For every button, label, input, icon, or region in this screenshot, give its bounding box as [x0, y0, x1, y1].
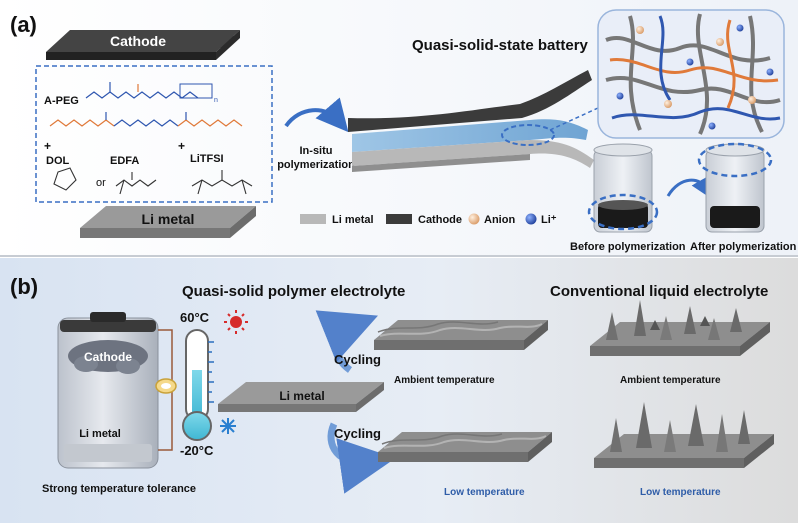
anion-icon [468, 213, 480, 225]
cycling-arrow-bottom-icon [327, 422, 396, 494]
legend-li-metal-swatch [300, 214, 326, 224]
qspe-low-label: Low temperature [444, 487, 525, 498]
plus-sign-2: + [178, 139, 185, 153]
hot-temp-label: 60°C [180, 310, 210, 325]
jar-after [705, 143, 765, 233]
dol-structure [53, 167, 77, 191]
plus-sign-1: + [44, 139, 51, 153]
li-metal-plate-b: Li metal [218, 382, 384, 412]
polymer-network-zoom [597, 9, 785, 139]
battery-stack [348, 70, 594, 172]
legend-cathode-swatch [386, 214, 412, 224]
dol-label: DOL [46, 155, 70, 167]
in-situ-arrow-icon [284, 97, 349, 133]
legend-anion: Anion [484, 214, 515, 226]
li-metal-label: Li metal [142, 211, 195, 227]
zoom-connector-line [549, 107, 599, 131]
cell-cathode-label: Cathode [84, 350, 132, 364]
legend-li-metal: Li metal [332, 214, 374, 226]
litfsi-label: LiTFSI [190, 153, 224, 165]
jar-before [593, 143, 653, 233]
after-highlight-circle [697, 142, 773, 178]
cle-surface-ambient [590, 300, 770, 356]
plate-li-metal-label: Li metal [279, 389, 324, 403]
legend: Li metal Cathode Anion Li⁺ [300, 213, 557, 226]
battery-title: Quasi-solid-state battery [412, 37, 589, 54]
qspe-surface-low [378, 432, 552, 462]
cold-temp-label: -20°C [180, 443, 214, 458]
battery-cell: Cathode Li metal [57, 312, 159, 469]
cycling-top-label: Cycling [334, 352, 381, 367]
light-bulb-icon [155, 378, 177, 394]
li-ion-icon [525, 213, 537, 225]
apeg-structure [85, 82, 199, 99]
legend-li-ion: Li⁺ [541, 214, 557, 226]
qspe-title: Quasi-solid polymer electrolyte [182, 283, 405, 300]
precursor-dashed-box [35, 65, 273, 203]
in-situ-line2: polymerization [277, 159, 355, 171]
edfa-label: EDFA [110, 155, 139, 167]
zoom-region-circle [501, 124, 555, 146]
cathode-plate: Cathode [46, 30, 240, 60]
legend-cathode: Cathode [418, 214, 462, 226]
or-label: or [96, 177, 106, 189]
cell-li-metal-label: Li metal [79, 428, 121, 440]
cathode-label: Cathode [110, 33, 166, 49]
after-polymerization-label: After polymerization [690, 241, 797, 253]
sun-icon [224, 310, 248, 334]
before-polymerization-label: Before polymerization [570, 241, 686, 253]
cle-surface-low [594, 402, 774, 468]
apeg-subscript: n [214, 97, 218, 104]
before-highlight-circle [587, 193, 659, 231]
cle-low-label: Low temperature [640, 487, 721, 498]
panel-b-label: (b) [10, 274, 38, 299]
cle-title: Conventional liquid electrolyte [550, 283, 768, 300]
cycling-arrow-top-icon [315, 310, 378, 373]
apeg-repeat-bracket [179, 83, 213, 99]
li-metal-plate: Li metal [80, 206, 256, 238]
thermometer-icon [182, 329, 214, 441]
panel-a-label: (a) [10, 12, 37, 37]
cle-ambient-label: Ambient temperature [620, 375, 721, 386]
in-situ-line1: In-situ [300, 145, 333, 157]
apeg-label: A-PEG [44, 95, 79, 107]
qspe-surface-ambient [374, 320, 548, 350]
qspe-ambient-label: Ambient temperature [394, 375, 495, 386]
litfsi-structure [191, 170, 253, 195]
edfa-structure [115, 172, 157, 195]
cycling-bottom-label: Cycling [334, 426, 381, 441]
snowflake-icon [220, 418, 236, 434]
tolerance-label: Strong temperature tolerance [42, 483, 196, 495]
crosslinker-structure [49, 112, 243, 127]
